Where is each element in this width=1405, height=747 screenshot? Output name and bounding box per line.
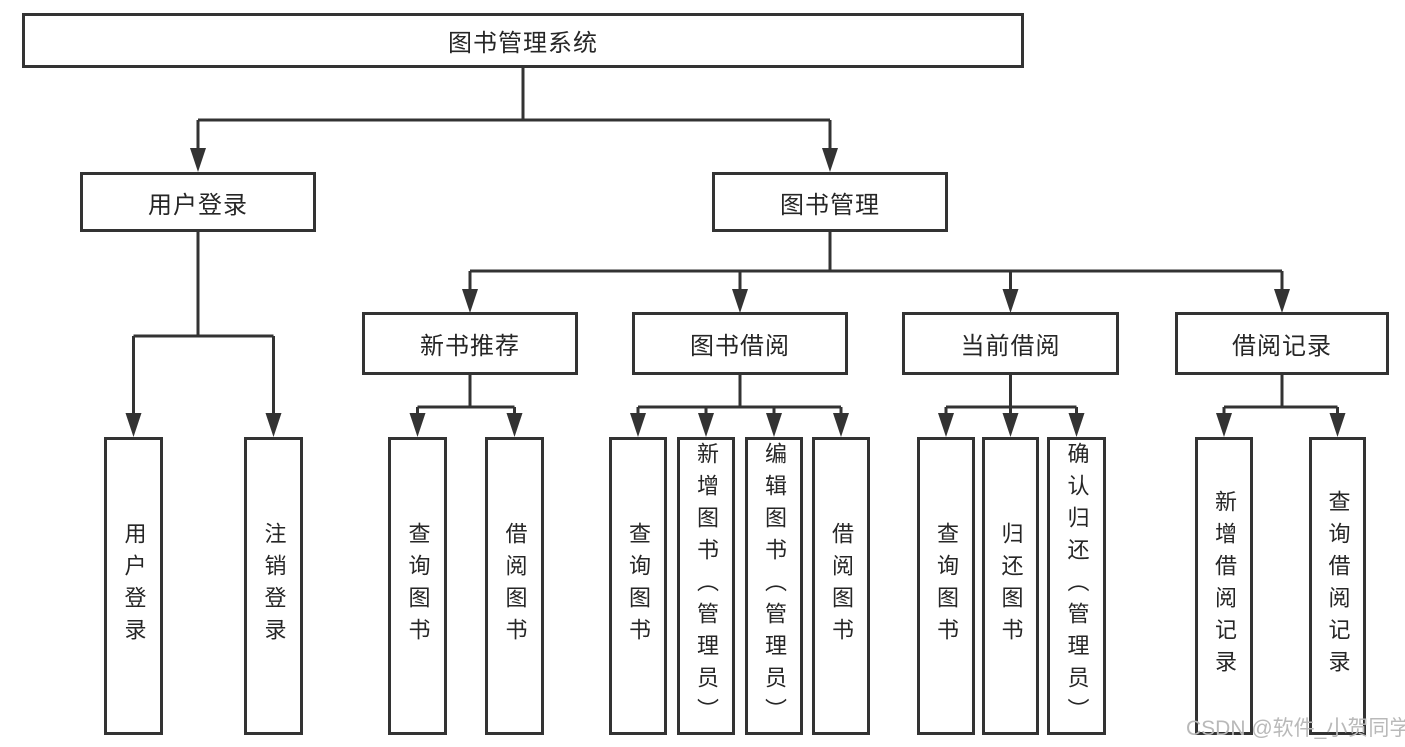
node-label: 查询图书	[626, 522, 651, 650]
leaf-rec-borrow-book: 借阅图书	[485, 437, 544, 735]
leaf-edit-book-admin: 编辑图书（管理员）	[745, 437, 803, 735]
leaf-logout: 注销登录	[244, 437, 303, 735]
node-label: 新增借阅记录	[1212, 490, 1237, 682]
leaf-return-book: 归还图书	[982, 437, 1039, 735]
node-label: 借阅图书	[502, 522, 528, 650]
node-label: 借阅图书	[829, 522, 854, 650]
node-book-management: 图书管理	[712, 172, 948, 232]
leaf-add-borrow-record: 新增借阅记录	[1195, 437, 1253, 735]
node-label: 查询借阅记录	[1325, 490, 1351, 682]
node-label: 查询图书	[934, 522, 959, 650]
node-label: 编辑图书（管理员）	[762, 442, 787, 730]
node-label: 查询图书	[405, 522, 431, 650]
node-current-borrowing: 当前借阅	[902, 312, 1119, 375]
node-label: 新增图书（管理员）	[694, 442, 719, 730]
node-label: 确认归还（管理员）	[1064, 442, 1090, 730]
node-user-login: 用户登录	[80, 172, 316, 232]
node-label: 用户登录	[148, 191, 248, 219]
csdn-watermark: CSDN @软件_小贺同学	[1186, 717, 1405, 740]
node-label: 新书推荐	[420, 333, 520, 360]
node-borrowing-records: 借阅记录	[1175, 312, 1389, 375]
leaf-add-book-admin: 新增图书（管理员）	[677, 437, 735, 735]
leaf-confirm-return-admin: 确认归还（管理员）	[1047, 437, 1106, 735]
node-label: 图书管理	[780, 191, 880, 219]
leaf-rec-query-book: 查询图书	[388, 437, 447, 735]
leaf-borrow-borrow-book: 借阅图书	[812, 437, 870, 735]
node-label: 注销登录	[261, 522, 287, 650]
node-book-borrowing: 图书借阅	[632, 312, 848, 375]
node-label: 图书借阅	[690, 333, 790, 360]
node-label: 归还图书	[998, 522, 1024, 650]
node-label: 借阅记录	[1232, 333, 1332, 360]
node-label: 用户登录	[121, 522, 147, 650]
node-root-library-system: 图书管理系统	[22, 13, 1024, 68]
leaf-borrow-query-book: 查询图书	[609, 437, 667, 735]
node-label: 图书管理系统	[448, 30, 598, 57]
leaf-query-borrow-record: 查询借阅记录	[1309, 437, 1366, 735]
leaf-user-login: 用户登录	[104, 437, 163, 735]
leaf-current-query-book: 查询图书	[917, 437, 975, 735]
arrowheads	[125, 148, 1346, 437]
node-label: 当前借阅	[960, 333, 1061, 360]
node-new-book-recommendation: 新书推荐	[362, 312, 578, 375]
